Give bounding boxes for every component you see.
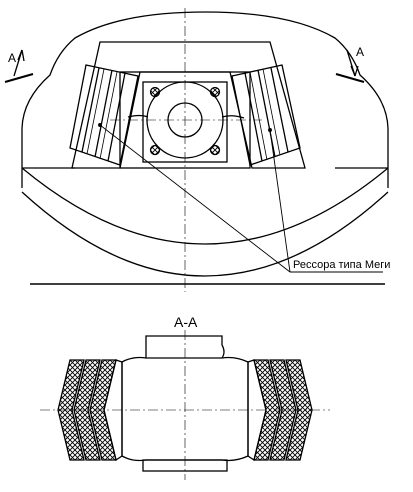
- frame-outline: [21, 11, 389, 188]
- section-mark-right-label: A: [356, 45, 364, 59]
- top-view: [4, 8, 389, 292]
- section-mark-right: [335, 49, 365, 83]
- centerlines-section: [40, 330, 330, 480]
- callout-label: Рессора типа Меги: [293, 259, 390, 271]
- cover-wing-left: [127, 114, 149, 118]
- callout-leaders: [98, 123, 383, 273]
- bolt-group: [149, 86, 221, 156]
- section-title: А-А: [174, 314, 198, 330]
- section-top-stub: [145, 335, 225, 359]
- spring-pack-left: [69, 64, 139, 166]
- cover-wing-right: [221, 115, 245, 119]
- section-mark-left: [4, 49, 34, 83]
- centerlines-top: [110, 8, 262, 292]
- section-view: [40, 330, 330, 480]
- wheel-arc-inner: [21, 167, 389, 245]
- wheel-arc-outer: [21, 191, 389, 277]
- spring-pack-right: [231, 64, 301, 166]
- section-mark-left-label: A: [8, 51, 16, 65]
